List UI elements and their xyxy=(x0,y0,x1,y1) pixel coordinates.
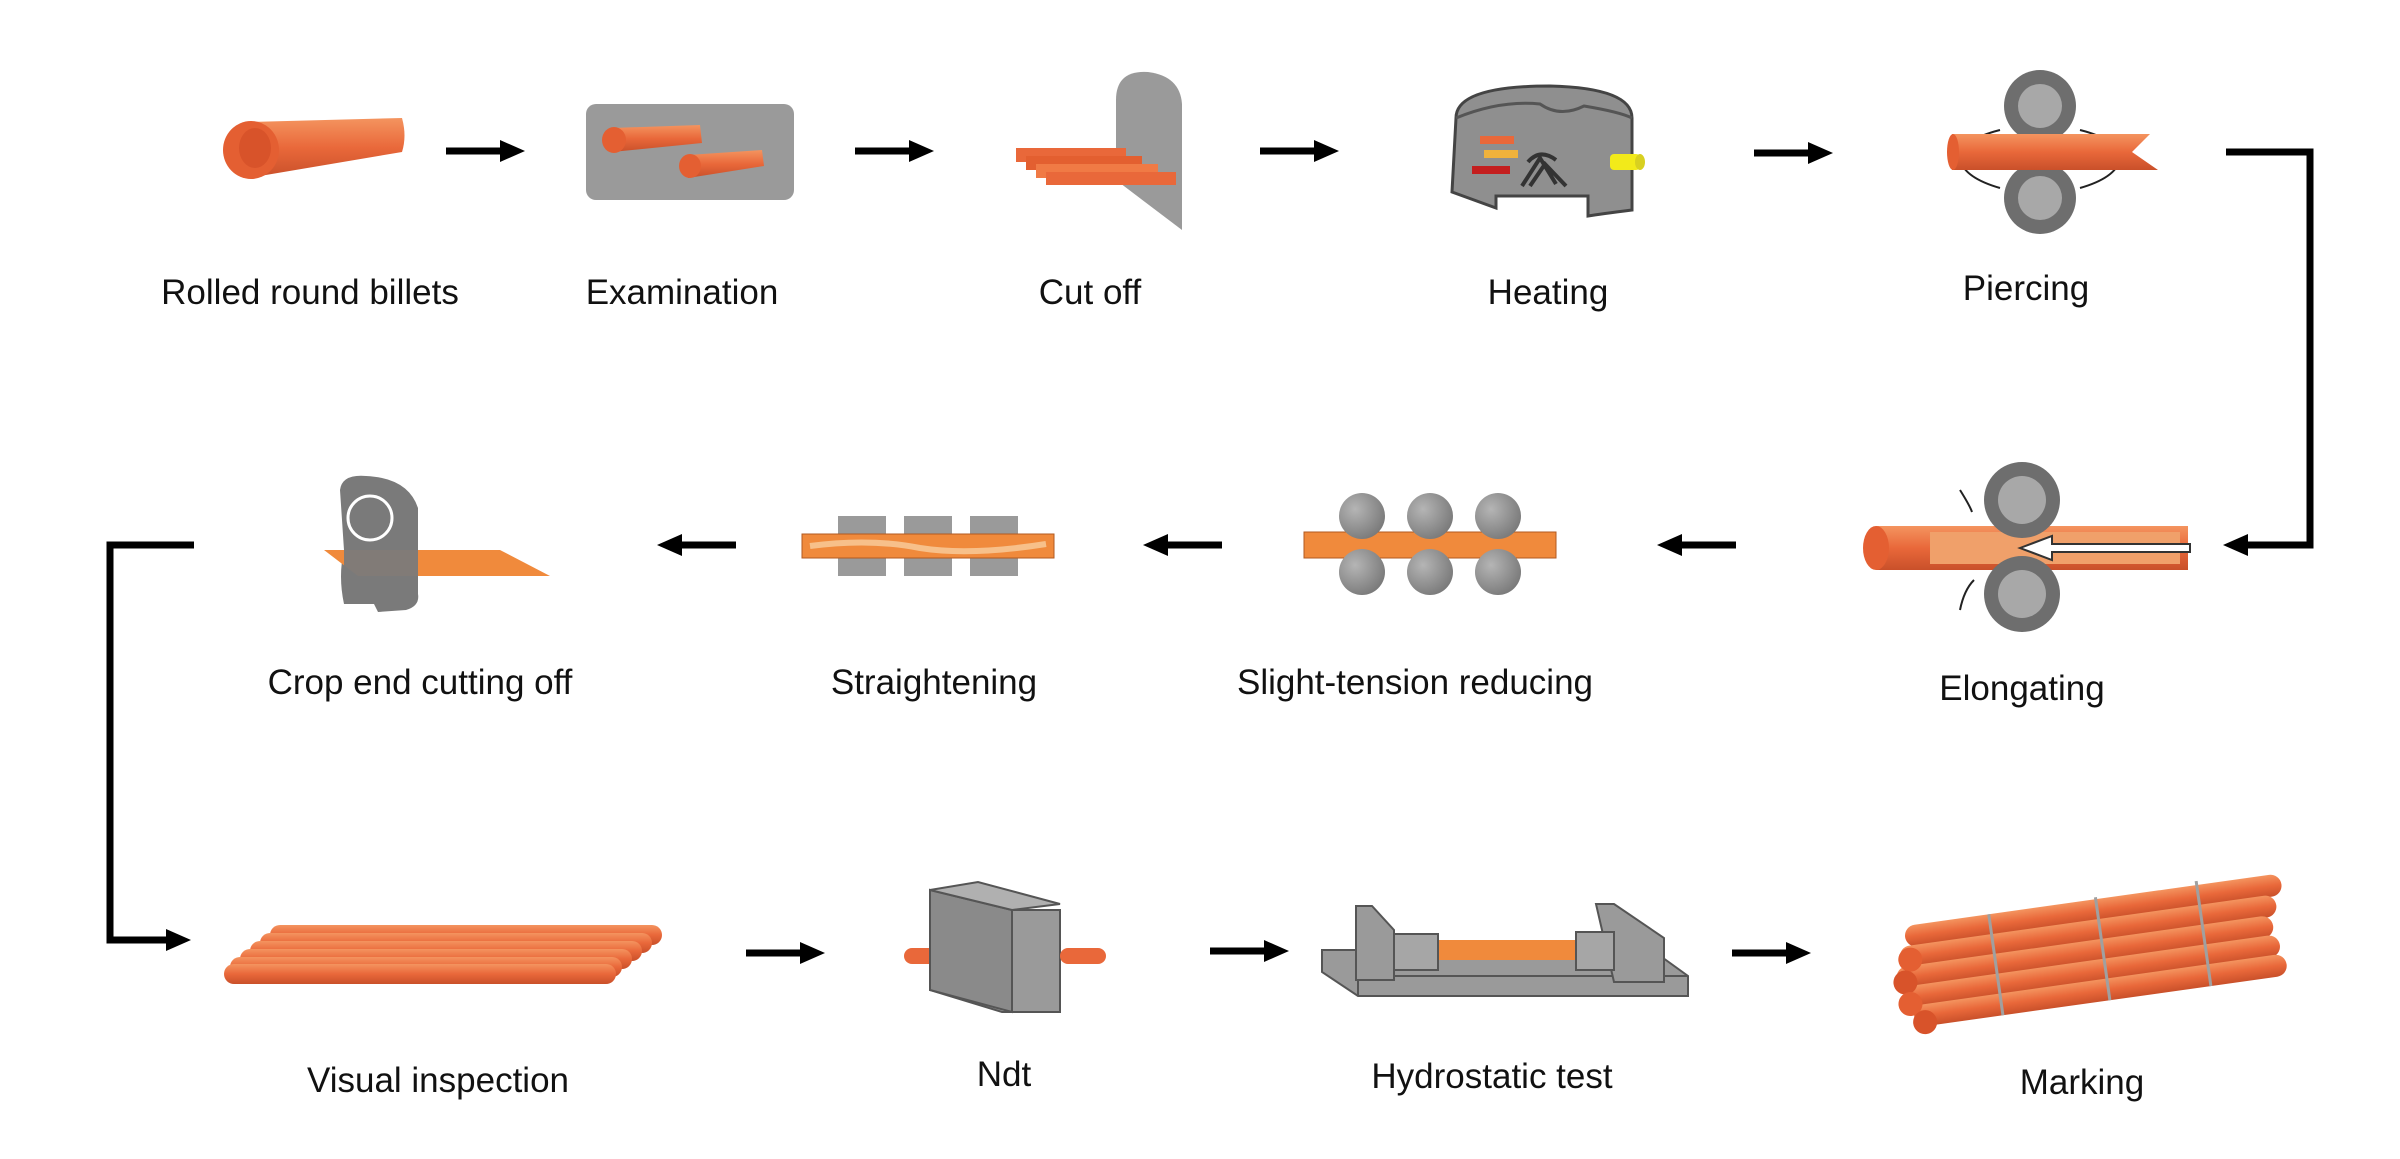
flow-arrowhead xyxy=(1657,534,1682,556)
flow-arrowhead xyxy=(1808,142,1833,164)
crop-cutter-icon xyxy=(324,475,550,612)
hydrostatic-tester-icon xyxy=(1321,903,1689,997)
flow-arrowhead xyxy=(500,140,525,162)
flow-arrowhead xyxy=(1143,534,1168,556)
elongating-mill-icon xyxy=(1863,462,2191,632)
flow-arrowhead xyxy=(909,140,934,162)
pipes-row-icon xyxy=(224,925,662,984)
step-label-slight-tension-reducing: Slight-tension reducing xyxy=(1237,663,1593,702)
step-label-marking: Marking xyxy=(2020,1063,2144,1102)
step-label-heating: Heating xyxy=(1488,273,1609,312)
flow-connector xyxy=(106,541,194,944)
step-label-cut-off: Cut off xyxy=(1039,273,1142,312)
piercing-mill-icon xyxy=(1947,70,2158,234)
straightening-machine-icon xyxy=(801,516,1055,576)
flow-connector xyxy=(2226,148,2314,549)
step-label-visual-inspection: Visual inspection xyxy=(307,1061,569,1100)
step-label-examination: Examination xyxy=(586,273,779,312)
flow-arrowhead xyxy=(657,534,682,556)
step-label-rolled-round-billets: Rolled round billets xyxy=(161,273,459,312)
flow-arrowhead xyxy=(2223,534,2248,556)
flow-arrowhead xyxy=(800,942,825,964)
step-label-hydrostatic-test: Hydrostatic test xyxy=(1371,1057,1612,1096)
cutting-saw-icon xyxy=(1016,71,1182,230)
reducing-mill-icon xyxy=(1303,493,1557,595)
billet-icon xyxy=(223,118,405,179)
ndt-device-icon xyxy=(904,880,1106,1014)
flow-arrowhead xyxy=(166,929,191,951)
step-label-straightening: Straightening xyxy=(831,663,1037,702)
heating-furnace-icon xyxy=(1450,84,1645,218)
flow-arrowhead xyxy=(1786,942,1811,964)
examination-table-icon xyxy=(586,104,794,200)
flow-arrowhead xyxy=(1314,140,1339,162)
pipe-bundle-icon xyxy=(1893,874,2287,1035)
step-label-elongating: Elongating xyxy=(1939,669,2104,708)
step-label-ndt: Ndt xyxy=(977,1055,1032,1094)
step-label-crop-end-cutting-off: Crop end cutting off xyxy=(268,663,573,702)
step-label-piercing: Piercing xyxy=(1963,269,2089,308)
flow-arrowhead xyxy=(1264,940,1289,962)
